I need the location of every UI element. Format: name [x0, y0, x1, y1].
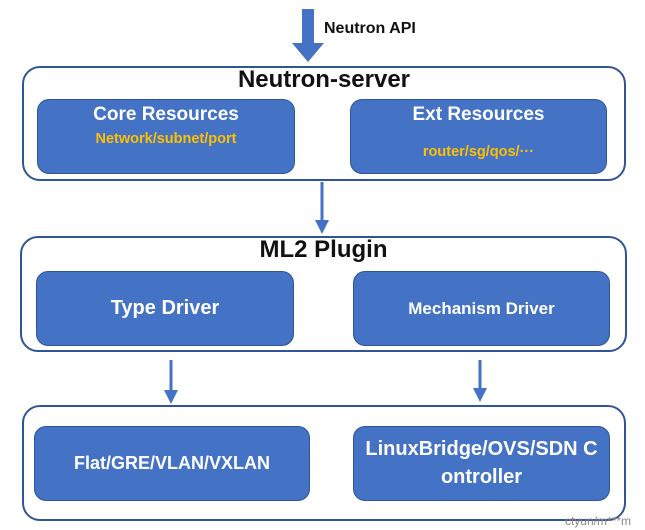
mechanism-driver-arrow [473, 360, 487, 402]
server-to-plugin-arrow [315, 182, 329, 234]
type-implementations-label: Flat/GRE/VLAN/VXLAN [73, 453, 270, 474]
type-implementations-box: Flat/GRE/VLAN/VXLAN [34, 426, 310, 501]
ext-resources-box: Ext Resources router/sg/qos/··· [350, 99, 607, 174]
core-resources-subtitle: Network/subnet/port [95, 131, 237, 147]
api-arrow [292, 9, 324, 62]
watermark: ctyun/m***m [564, 514, 631, 528]
mechanism-driver-label: Mechanism Driver [408, 298, 555, 318]
core-resources-title: Core Resources [93, 104, 239, 125]
neutron-server-title: Neutron-server [237, 66, 411, 93]
ext-resources-title: Ext Resources [412, 104, 545, 125]
ext-resources-subtitle: router/sg/qos/··· [422, 144, 535, 160]
type-driver-label: Type Driver [110, 296, 220, 319]
type-driver-box: Type Driver [36, 271, 294, 346]
mechanism-driver-box: Mechanism Driver [353, 271, 610, 346]
ml2-plugin-title: ML2 Plugin [259, 236, 388, 263]
neutron-api-label: Neutron API [324, 20, 416, 37]
mechanism-implementations-label: LinuxBridge/OVS/SDN Controller [365, 437, 598, 488]
type-driver-arrow [164, 360, 178, 404]
mechanism-implementations-box: LinuxBridge/OVS/SDN Controller [353, 426, 610, 501]
core-resources-box: Core Resources Network/subnet/port [37, 99, 295, 174]
